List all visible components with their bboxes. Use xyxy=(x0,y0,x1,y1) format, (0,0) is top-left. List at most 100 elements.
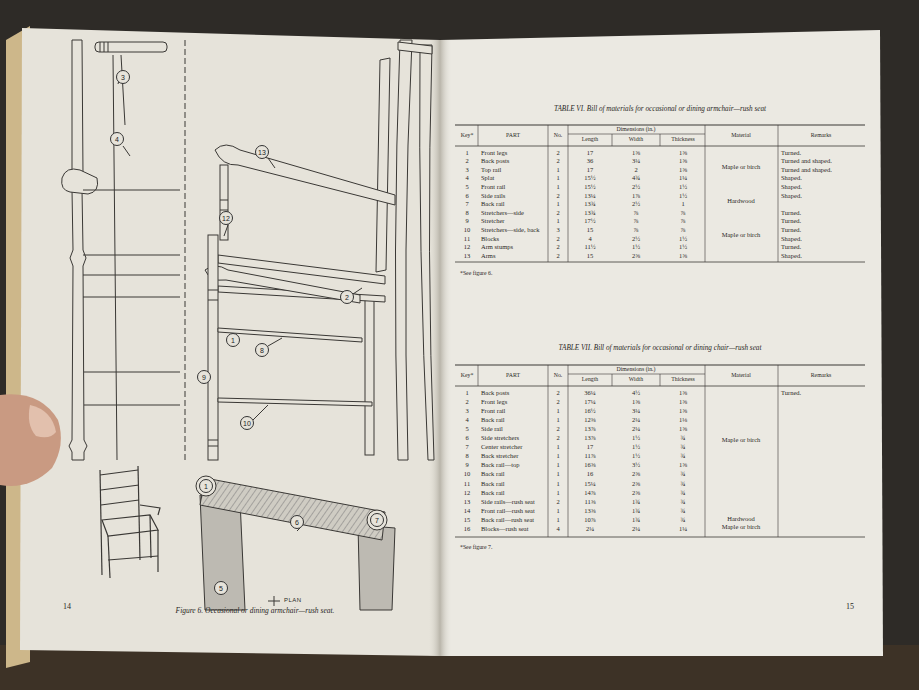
callout-number: 3 xyxy=(116,70,130,84)
table-rules xyxy=(478,365,479,386)
key-number: 10 xyxy=(464,226,471,233)
column-header: Dimensions (in.) xyxy=(617,366,656,372)
key-number: 10 xyxy=(464,470,471,477)
dimension: 36 xyxy=(587,157,594,164)
table-rules xyxy=(478,365,778,537)
plan-section xyxy=(196,476,395,610)
perspective-sketch xyxy=(101,500,139,505)
dimension: ⅞ xyxy=(634,226,639,233)
table-rules xyxy=(568,134,705,135)
remark: Shaped. xyxy=(781,192,802,199)
front-view xyxy=(208,440,218,441)
side-elevation xyxy=(95,42,167,52)
front-view xyxy=(208,290,218,291)
part-name: Front rail—rush seat xyxy=(481,507,535,514)
callout-number: 10 xyxy=(240,416,254,430)
dimension: ¾ xyxy=(681,470,686,477)
dimension: 1½ xyxy=(632,434,640,441)
front-view xyxy=(208,235,218,460)
part-name: Arms xyxy=(481,252,495,259)
column-header: Material xyxy=(731,132,751,138)
key-number: 1 xyxy=(465,149,468,156)
remark: Turned. xyxy=(781,149,801,156)
column-header: Length xyxy=(582,376,598,382)
quantity: 1 xyxy=(556,452,559,459)
key-number: 5 xyxy=(465,425,468,432)
key-number: 11 xyxy=(464,480,470,487)
side-elevation xyxy=(83,190,180,191)
quantity: 1 xyxy=(556,470,559,477)
callout-number: 8 xyxy=(255,343,269,357)
dimension: 15¼ xyxy=(584,480,595,487)
table-rules xyxy=(568,374,705,375)
quantity: 1 xyxy=(556,480,559,487)
callout-text: 1 xyxy=(204,483,208,490)
table-rules xyxy=(455,125,865,537)
part-name: Front rail xyxy=(481,407,505,414)
dimension: 1¾ xyxy=(632,498,640,505)
dimension: 2⅝ xyxy=(632,470,640,477)
table-rules xyxy=(568,125,569,262)
key-number: 3 xyxy=(465,166,468,173)
side-elevation xyxy=(108,42,109,52)
callout-text: 13 xyxy=(258,149,266,156)
key-number: 12 xyxy=(464,489,471,496)
dimension: 36¼ xyxy=(584,389,595,396)
key-number: 4 xyxy=(465,174,468,181)
dimension: 16⅝ xyxy=(584,461,595,468)
perspective-sketch xyxy=(100,466,160,578)
dimension: 17 xyxy=(587,443,594,450)
front-view xyxy=(220,200,228,201)
callout-text: 8 xyxy=(260,347,264,354)
dimension: ⅞ xyxy=(681,209,686,216)
front-view xyxy=(208,300,218,301)
dimension: ⅞ xyxy=(634,209,639,216)
key-number: 11 xyxy=(464,235,470,242)
quantity: 1 xyxy=(556,507,559,514)
key-number: 8 xyxy=(465,209,468,216)
side-elevation xyxy=(123,146,130,156)
dimension: 13¾ xyxy=(584,200,595,207)
callout-text: 5 xyxy=(219,585,223,592)
dimension: 11⅝ xyxy=(584,498,595,505)
dimension: 17 xyxy=(587,149,594,156)
dimension: 15½ xyxy=(584,183,595,190)
perspective-sketch xyxy=(140,505,160,515)
quantity: 1 xyxy=(556,166,559,173)
dimension: ¾ xyxy=(681,480,686,487)
table-rules xyxy=(705,125,706,262)
dimension: 1⅝ xyxy=(679,407,687,414)
plan-section xyxy=(196,476,216,496)
key-number: 9 xyxy=(465,217,468,224)
key-number: 2 xyxy=(465,157,468,164)
quantity: 2 xyxy=(556,209,559,216)
plan-section xyxy=(200,478,385,540)
perspective-sketch xyxy=(101,485,139,490)
key-number: 7 xyxy=(465,443,468,450)
part-name: Stretchers—side xyxy=(481,209,524,216)
dimension: 11½ xyxy=(584,243,595,250)
dimension: 13⅞ xyxy=(584,434,595,441)
dimension: 10⅞ xyxy=(584,516,595,523)
table-rules xyxy=(612,374,613,386)
front-view xyxy=(220,165,228,240)
dimension: 13⅞ xyxy=(584,425,595,432)
key-number: 3 xyxy=(465,407,468,414)
plan-section xyxy=(367,510,387,530)
part-name: Side rails xyxy=(481,192,505,199)
part-name: Center stretcher xyxy=(481,443,522,450)
quantity: 1 xyxy=(556,200,559,207)
dimension: 15 xyxy=(587,252,594,259)
dimension: 4¾ xyxy=(632,174,640,181)
front-view xyxy=(420,45,434,460)
callout-text: 12 xyxy=(222,215,230,222)
column-header: Material xyxy=(731,372,751,378)
remark: Turned. xyxy=(781,217,801,224)
dimension: 12⅜ xyxy=(584,416,595,423)
dimension: 2½ xyxy=(632,235,640,242)
dimension: 11⅞ xyxy=(584,452,595,459)
callout-number: 13 xyxy=(255,145,269,159)
table-rules xyxy=(778,365,779,537)
table-rules xyxy=(778,125,779,262)
dimension: 2⅝ xyxy=(632,252,640,259)
